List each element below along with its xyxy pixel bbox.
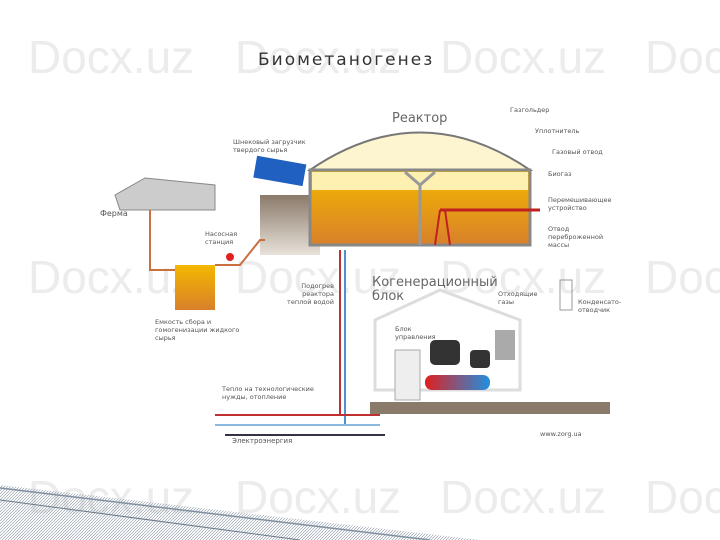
watermark: Docx.uz [440,31,607,83]
exhaust-label: Отходящие газы [498,290,538,306]
watermark: Docx.uz [235,251,402,303]
control-label: Блок управления [395,325,436,341]
site-label: www.zorg.ua [540,430,582,438]
slide-title: Биометаногенез [258,50,435,70]
watermark: Docx.uz [645,251,720,303]
electricity-label: Электроэнергия [232,437,293,445]
condensate-label: Конденсато-отводчик [578,298,622,314]
watermark: Docx.uz [440,251,607,303]
screw-loader-label: Шнековый загрузчик твердого сырья [233,138,306,154]
gasholder-label: Газгольдер [510,106,550,114]
heating-label: Подогрев реактора теплой водой [287,282,334,306]
farm-label: Ферма [100,209,128,218]
mixer-label: Перемешивающее устройство [548,196,612,212]
gas-outlet-label: Газовый отвод [552,148,603,156]
reactor-label: Реактор [392,111,448,126]
digestate-label: Отвод переброженной массы [548,225,604,249]
watermark: Docx.uz [645,471,720,523]
heat-label: Тепло на технологические нужды, отоплени… [222,385,314,401]
biogas-label: Биогаз [548,170,572,178]
watermark: Docx.uz [645,31,720,83]
watermark: Docx.uz [235,31,402,83]
watermark: Docx.uz [440,471,607,523]
tank-label: Емкость сбора и гомогенизации жидкого сы… [155,318,240,342]
decorative-stripes [0,485,480,540]
watermark: Docx.uz [28,251,195,303]
watermark: Docx.uz [235,471,402,523]
watermark: Docx.uz [28,31,195,83]
pump-label: Насосная станция [205,230,238,246]
biogas-plant-diagram [114,131,610,436]
seal-label: Уплотнитель [535,127,580,135]
chp-label: Когенерационный блок [372,275,498,304]
